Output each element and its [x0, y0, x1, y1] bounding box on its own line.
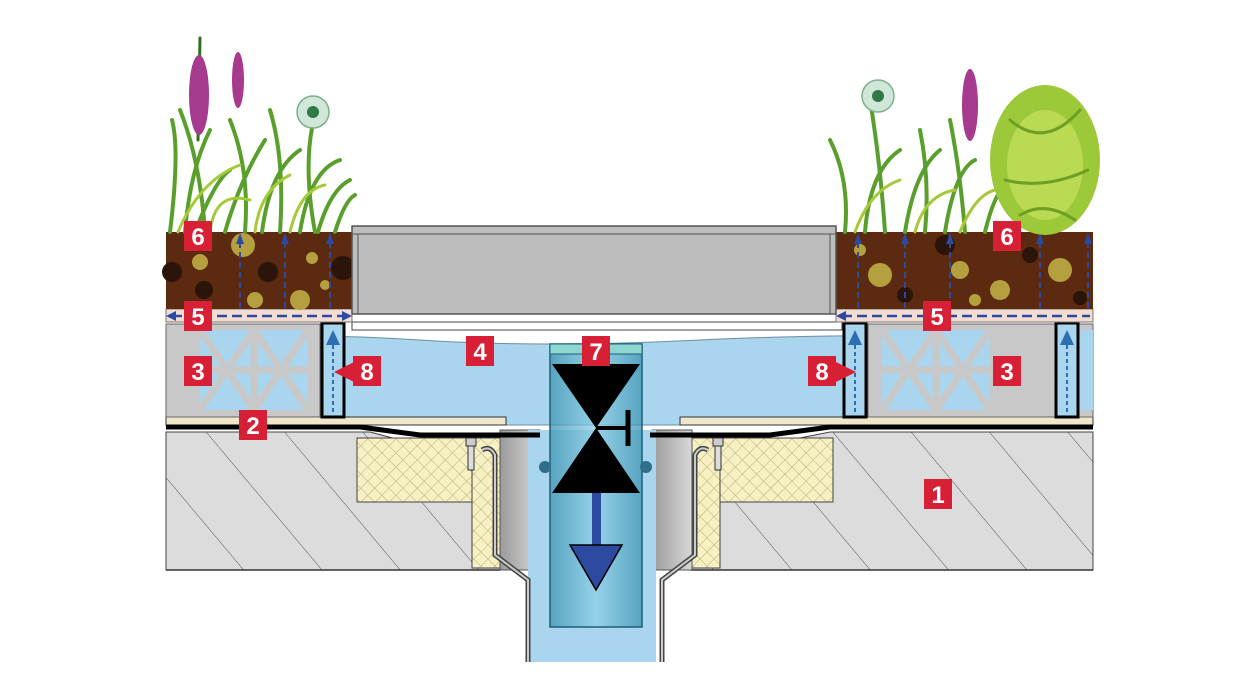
flow-control-valve	[539, 343, 652, 628]
svg-text:3: 3	[191, 359, 204, 386]
callout-left-column: 8	[334, 356, 381, 386]
callout-left-drain-element: 3	[184, 356, 212, 386]
arrow-heads	[236, 233, 1092, 244]
svg-text:4: 4	[473, 339, 487, 366]
svg-text:1: 1	[931, 482, 944, 509]
svg-text:7: 7	[589, 339, 602, 366]
capillary-column-left	[320, 321, 346, 419]
bolt-left	[465, 437, 477, 471]
callout-right-column: 8	[808, 356, 856, 386]
vegetation-left	[168, 36, 357, 234]
filter-layer-right	[835, 308, 1094, 323]
air-gap	[351, 321, 843, 331]
callout-valve: 7	[582, 336, 610, 366]
bolt-right	[712, 437, 724, 471]
substrate-soil-right	[836, 232, 1093, 309]
callout-left-membrane: 2	[239, 410, 267, 440]
capillary-arrows	[239, 240, 1089, 308]
callout-right-filter: 5	[923, 301, 951, 331]
svg-text:5: 5	[930, 304, 943, 331]
callout-left-vegetation: 6	[184, 221, 212, 251]
svg-text:2: 2	[246, 413, 259, 440]
outflow-arrow	[568, 493, 624, 592]
svg-text:6: 6	[1000, 224, 1013, 251]
svg-text:6: 6	[191, 224, 204, 251]
vegetation-right	[828, 69, 1100, 235]
capillary-column-far-right	[1054, 321, 1080, 419]
drainage-element-left	[165, 323, 321, 418]
callout-water-reservoir: 4	[466, 336, 494, 366]
svg-text:8: 8	[360, 359, 373, 386]
svg-text:3: 3	[1000, 359, 1013, 386]
insulation-right	[717, 437, 834, 503]
drain-body-right	[651, 429, 693, 571]
svg-text:8: 8	[815, 359, 828, 386]
paving-slab	[351, 225, 837, 315]
callout-right-drain-element: 3	[993, 356, 1021, 386]
callout-left-filter: 5	[184, 301, 212, 331]
callout-right-vegetation: 6	[993, 221, 1021, 251]
insulation-left	[356, 437, 473, 503]
svg-text:5: 5	[191, 304, 204, 331]
sealing-membrane	[165, 416, 1094, 438]
callout-concrete-slab: 1	[924, 479, 952, 509]
